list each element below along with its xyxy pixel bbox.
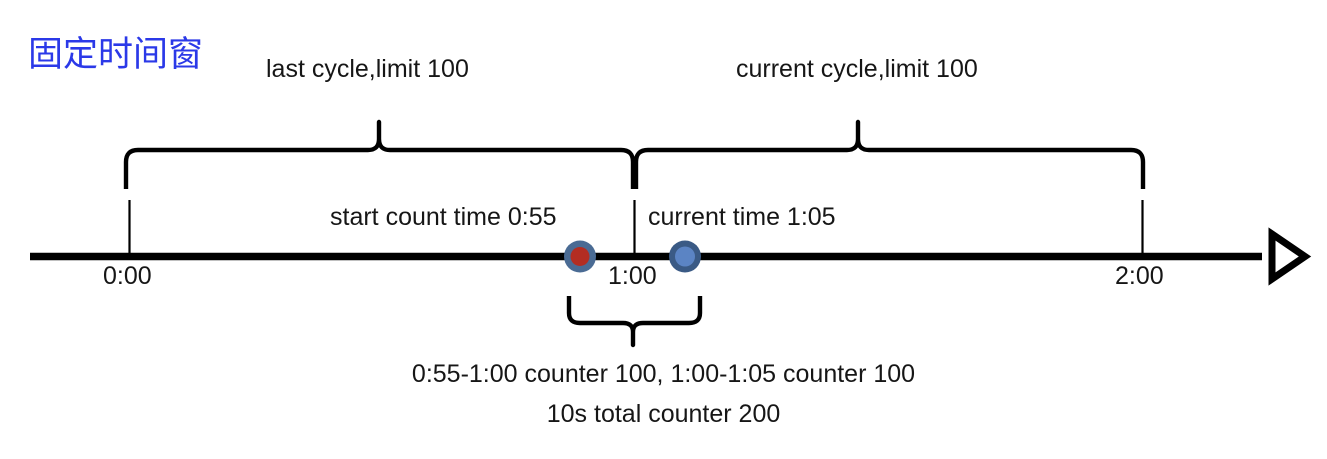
counter-note-line-1: 0:55-1:00 counter 100, 1:00-1:05 counter…	[411, 360, 916, 388]
tick-label-2-00: 2:00	[1115, 262, 1164, 290]
current-time-marker-dot	[675, 246, 695, 267]
last-cycle-label: last cycle,limit 100	[266, 55, 469, 83]
current-cycle-label: current cycle,limit 100	[736, 55, 978, 83]
page-title: 固定时间窗	[28, 35, 204, 74]
axis-arrowhead-icon	[1268, 227, 1312, 286]
last-cycle-brace	[123, 119, 636, 189]
tick-label-0-00: 0:00	[103, 262, 152, 290]
start-count-time-label: start count time 0:55	[330, 203, 557, 231]
start-count-marker-dot	[570, 247, 590, 266]
window-brace	[566, 296, 703, 348]
counter-note-line-2: 10s total counter 200	[546, 400, 781, 428]
current-cycle-brace	[633, 119, 1146, 189]
tick-label-1-00: 1:00	[608, 262, 657, 290]
current-time-label: current time 1:05	[648, 203, 836, 231]
